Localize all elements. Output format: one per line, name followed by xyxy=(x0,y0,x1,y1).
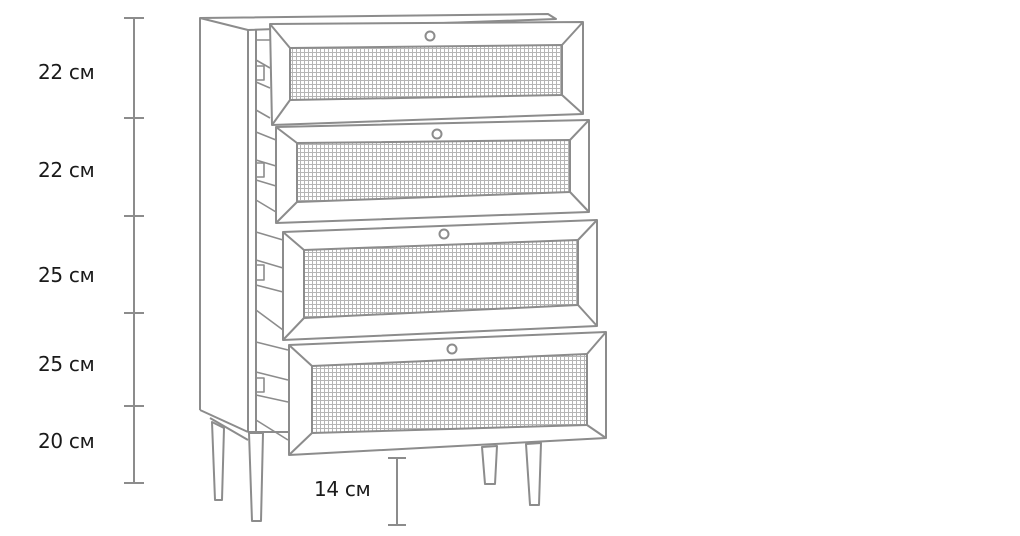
drawer-2 xyxy=(275,119,590,224)
height-dimension-line xyxy=(124,17,144,484)
leg-height-label: 14 см xyxy=(314,477,371,501)
dimension-label: 22 см xyxy=(38,60,95,84)
knob-icon xyxy=(424,30,436,42)
dimension-label: 25 см xyxy=(38,263,95,287)
dimension-label: 20 см xyxy=(38,429,95,453)
leg-front-right xyxy=(525,442,542,506)
knob-icon xyxy=(446,343,458,355)
drawer-4 xyxy=(288,331,607,456)
dimension-label: 25 см xyxy=(38,352,95,376)
leg-dimension-line xyxy=(388,457,406,526)
leg-front-left xyxy=(248,432,264,522)
drawer-1 xyxy=(269,21,584,126)
drawer-3 xyxy=(282,219,598,341)
drawer-runners xyxy=(255,39,289,441)
legs xyxy=(211,421,542,522)
knob-icon xyxy=(431,128,443,140)
leg-back-right xyxy=(481,445,498,485)
dimension-label: 22 см xyxy=(38,158,95,182)
leg-back-left xyxy=(211,421,225,501)
knob-icon xyxy=(438,228,450,240)
